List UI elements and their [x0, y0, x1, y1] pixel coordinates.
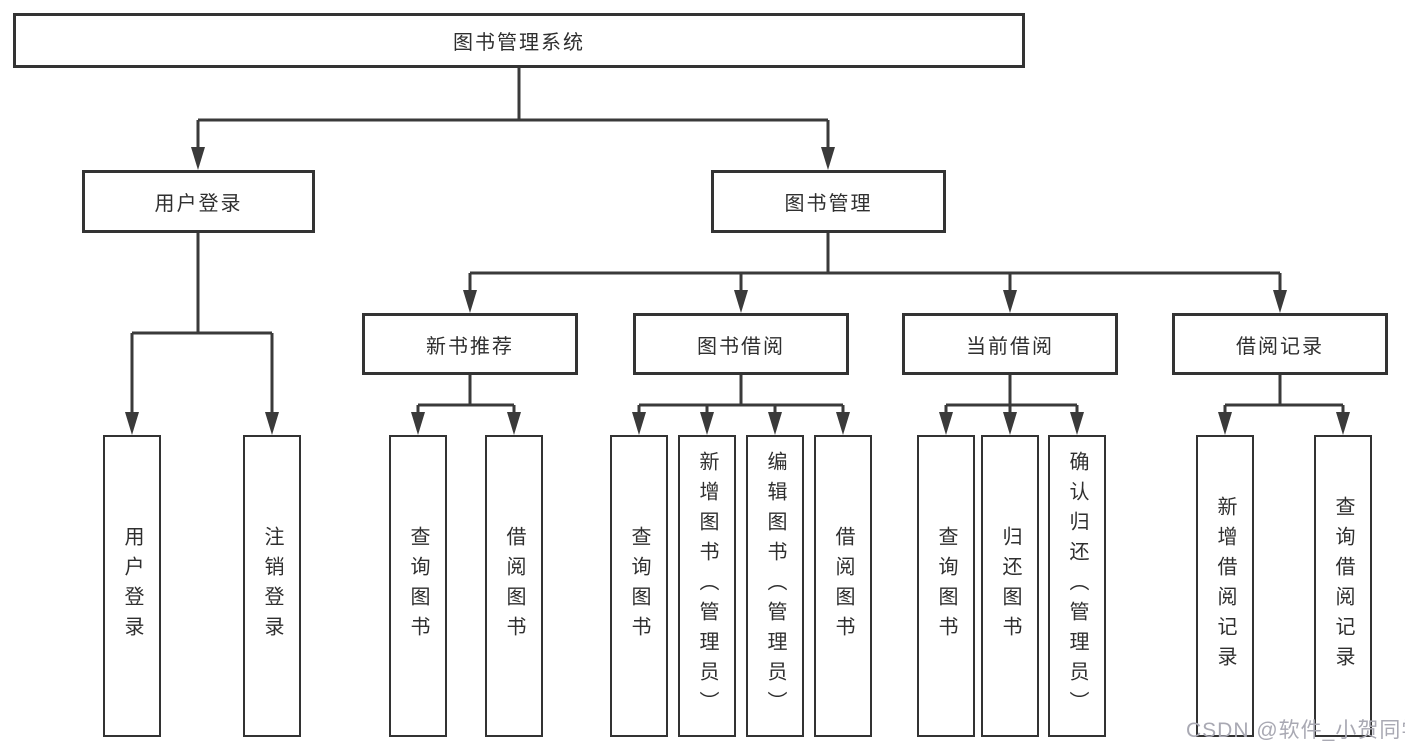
node-leaf-user-login: 用户登录 — [103, 435, 161, 737]
connector-current-to-children — [939, 375, 1084, 435]
node-borrow-record: 借阅记录 — [1172, 313, 1388, 375]
connector-recommend-to-children — [411, 375, 521, 435]
node-leaf-bb-query-book: 查询图书 — [610, 435, 668, 737]
node-leaf-cb-return-book: 归还图书 — [981, 435, 1039, 737]
connector-login-to-children — [125, 233, 279, 435]
connector-management-to-children — [463, 233, 1287, 313]
node-leaf-rec-query-book: 查询图书 — [389, 435, 447, 737]
csdn-watermark: CSDN @软件_小贺同学 — [1186, 719, 1405, 742]
node-leaf-cb-query-book: 查询图书 — [917, 435, 975, 737]
node-new-book-recommend: 新书推荐 — [362, 313, 578, 375]
node-leaf-br-query-record: 查询借阅记录 — [1314, 435, 1372, 737]
node-leaf-logout: 注销登录 — [243, 435, 301, 737]
node-book-management: 图书管理 — [711, 170, 946, 233]
node-current-borrow: 当前借阅 — [902, 313, 1118, 375]
connector-root-to-children — [191, 68, 835, 170]
node-leaf-cb-confirm-return: 确认归还（管理员） — [1048, 435, 1106, 737]
node-leaf-br-add-record: 新增借阅记录 — [1196, 435, 1254, 737]
node-root-system: 图书管理系统 — [13, 13, 1025, 68]
node-leaf-rec-borrow-book: 借阅图书 — [485, 435, 543, 737]
node-leaf-bb-edit-book: 编辑图书（管理员） — [746, 435, 804, 737]
node-leaf-bb-add-book: 新增图书（管理员） — [678, 435, 736, 737]
node-book-borrow: 图书借阅 — [633, 313, 849, 375]
connector-records-to-children — [1218, 375, 1350, 435]
node-leaf-bb-borrow-book: 借阅图书 — [814, 435, 872, 737]
node-user-login: 用户登录 — [82, 170, 315, 233]
connector-borrow-to-children — [632, 375, 850, 435]
